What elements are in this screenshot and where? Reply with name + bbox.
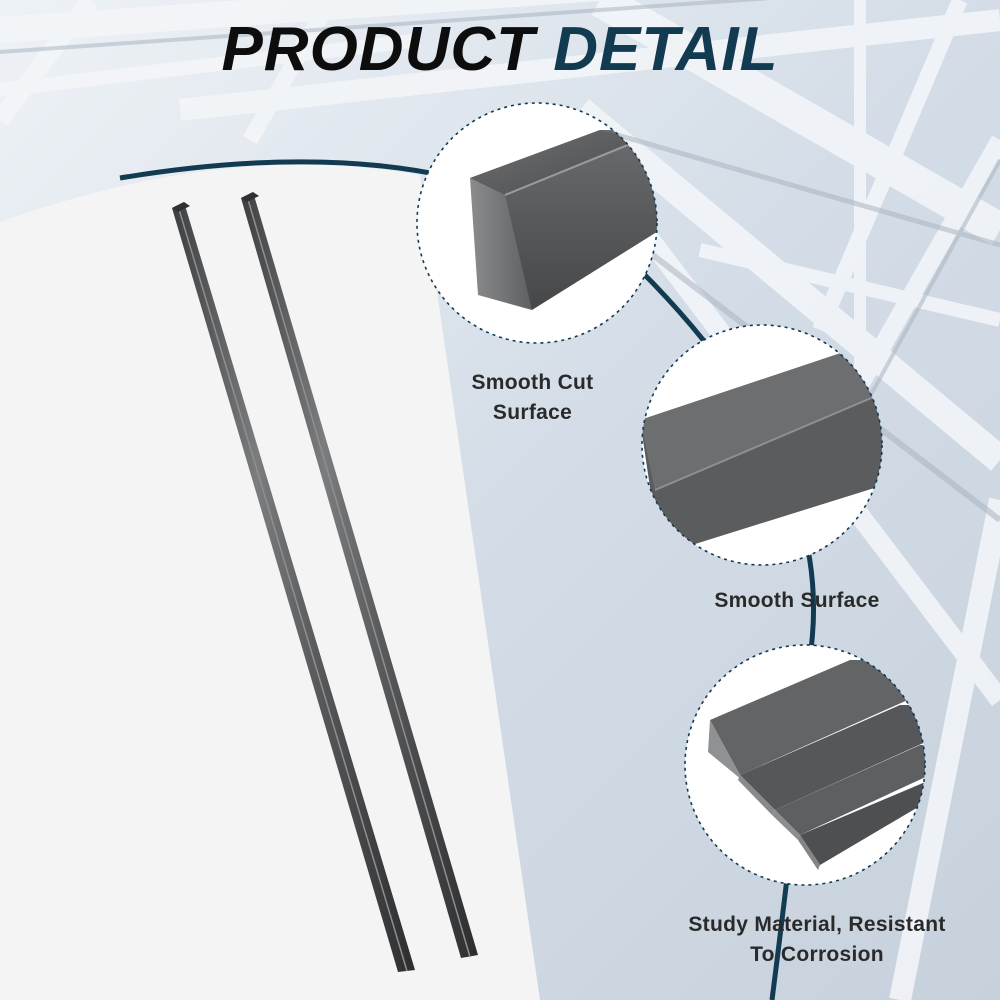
steel-rod-left [172,202,415,972]
callout-circle-material [684,644,926,886]
callout-label-material: Study Material, Resistant To Corrosion [652,910,982,970]
callout-label-line: Smooth Surface [714,589,880,612]
white-panel [0,164,540,1000]
callout-circle-cut-surface [416,102,658,344]
callout-label-line: To Corrosion [750,943,884,966]
callout-label-line: Smooth Cut [471,371,594,394]
callout-label-cut-surface: Smooth Cut Surface [420,368,645,428]
callout-label-line: Surface [492,401,573,424]
callout-label-smooth-surface: Smooth Surface [672,586,922,616]
steel-rod-right [241,192,478,958]
title-word-product: PRODUCT [221,15,536,84]
callout-label-line: Study Material, Resistant [688,913,946,936]
title-word-detail: DETAIL [553,15,779,84]
callout-circle-smooth-surface [641,324,883,566]
page-title: PRODUCT DETAIL [0,14,1000,85]
